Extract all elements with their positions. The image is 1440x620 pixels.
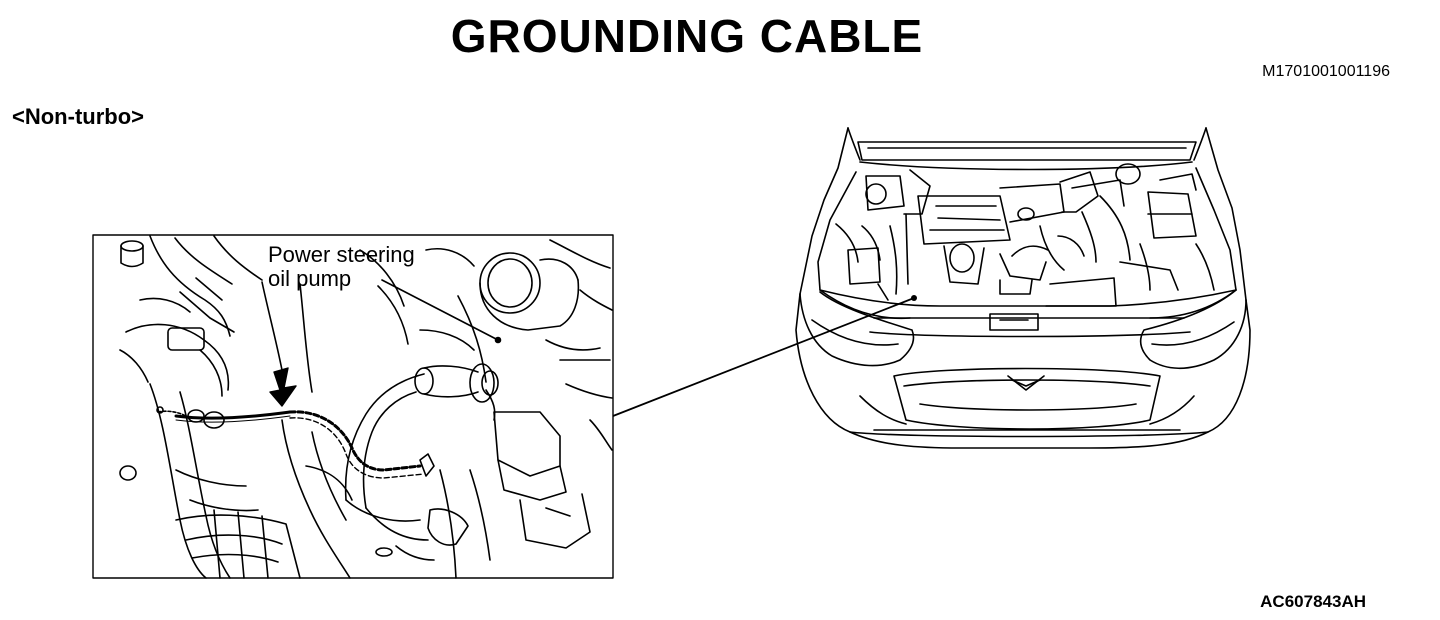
mounting-hole	[119, 465, 137, 481]
callout-label-line2: oil pump	[268, 266, 351, 291]
document-id: M1701001001196	[1262, 63, 1390, 80]
pump-reservoir	[479, 252, 580, 331]
detail-connector-line	[612, 297, 915, 417]
variant-label: <Non-turbo>	[12, 104, 144, 129]
detail-inset	[92, 234, 614, 579]
detail-frame	[92, 234, 614, 579]
callout-label-line1: Power steering	[268, 242, 415, 267]
location-dot	[911, 295, 917, 301]
hose-fitting	[414, 363, 499, 403]
grounding-cable-icon	[156, 406, 435, 479]
figure-code: AC607843AH	[1260, 592, 1366, 611]
arrow-down-icon	[269, 367, 297, 407]
callout-leader	[381, 279, 499, 341]
car-front-view	[795, 127, 1251, 449]
page-title: GROUNDING CABLE	[450, 10, 924, 62]
reservoir-cap	[120, 240, 144, 268]
